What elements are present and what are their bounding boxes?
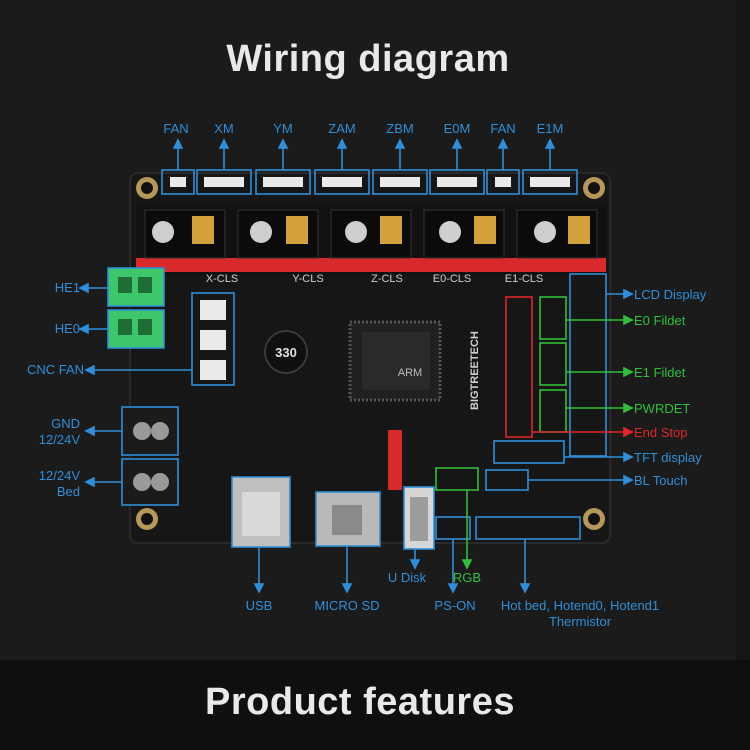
cls-label: E1-CLS [505, 273, 544, 285]
lcd-header [569, 273, 607, 457]
top-port-label: YM [273, 121, 293, 136]
endstop-headers [505, 296, 533, 438]
right-port-label: E0 Fildet [634, 313, 686, 328]
left-port-label: CNC FAN [27, 362, 84, 377]
cls-label: Z-CLS [371, 273, 403, 285]
left-port-label: HE0 [55, 321, 80, 336]
top-port-label: E1M [537, 121, 564, 136]
brand-text: BIGTREETECH [469, 331, 481, 410]
board-diagram: X-CLS Y-CLS Z-CLS E0-CLS E1-CLS [27, 121, 707, 629]
tft-header [493, 440, 565, 464]
right-port-label: End Stop [634, 425, 688, 440]
top-port-label: FAN [490, 121, 515, 136]
fan-headers [191, 292, 235, 386]
left-port-label: HE1 [55, 280, 80, 295]
right-port-label: TFT display [634, 450, 702, 465]
right-port-label: PWRDET [634, 401, 690, 416]
label-line: 12/24V [39, 432, 81, 447]
power-terminals [121, 406, 179, 506]
heater-terminals [107, 267, 165, 349]
rgb-header [435, 467, 479, 491]
bottom-port-label: RGB [453, 570, 481, 585]
top-port-label: FAN [163, 121, 188, 136]
bottom-port-label: U Disk [388, 570, 427, 585]
cls-label: X-CLS [206, 273, 238, 285]
usb-port [231, 476, 291, 548]
right-port-label: BL Touch [634, 473, 688, 488]
page-title: Wiring diagram [226, 38, 510, 80]
microsd-slot [315, 491, 381, 547]
top-arrows [172, 138, 556, 170]
thermistor-header [475, 516, 581, 540]
bottom-port-label: MICRO SD [315, 598, 380, 613]
right-port-label: E1 Fildet [634, 365, 686, 380]
features-band [0, 660, 750, 750]
label-line: Bed [57, 484, 80, 499]
top-port-label: XM [214, 121, 234, 136]
mcu-chip: ARM [348, 320, 442, 402]
svg-text:330: 330 [275, 345, 297, 360]
bottom-arrows [253, 490, 531, 594]
expansion-header [388, 430, 402, 490]
driver-2 [237, 209, 319, 259]
label-line: GND [51, 416, 80, 431]
top-port-label: ZBM [386, 121, 413, 136]
stepper-driver-row [136, 205, 606, 275]
left-arrows [78, 282, 192, 488]
top-port-label: ZAM [328, 121, 355, 136]
label-line: Thermistor [549, 614, 612, 629]
driver-5 [516, 209, 598, 259]
udisk-port [403, 486, 435, 550]
driver-3 [330, 209, 412, 259]
driver-1 [144, 209, 226, 259]
label-line: 12/24V [39, 468, 81, 483]
svg-text:ARM: ARM [398, 367, 422, 379]
label-line: Hot bed, Hotend0, Hotend1 [501, 598, 659, 613]
driver-4 [423, 209, 505, 259]
right-arrows [528, 288, 634, 486]
inductor: 330 [264, 330, 308, 374]
section-title: Product features [205, 681, 515, 723]
right-port-label: LCD Display [634, 287, 707, 302]
top-port-label: E0M [444, 121, 471, 136]
top-connector-pins [170, 177, 570, 187]
cls-label: E0-CLS [433, 273, 472, 285]
bottom-port-label: PS-ON [434, 598, 475, 613]
bottom-port-label: USB [246, 598, 273, 613]
cls-label: Y-CLS [292, 273, 323, 285]
